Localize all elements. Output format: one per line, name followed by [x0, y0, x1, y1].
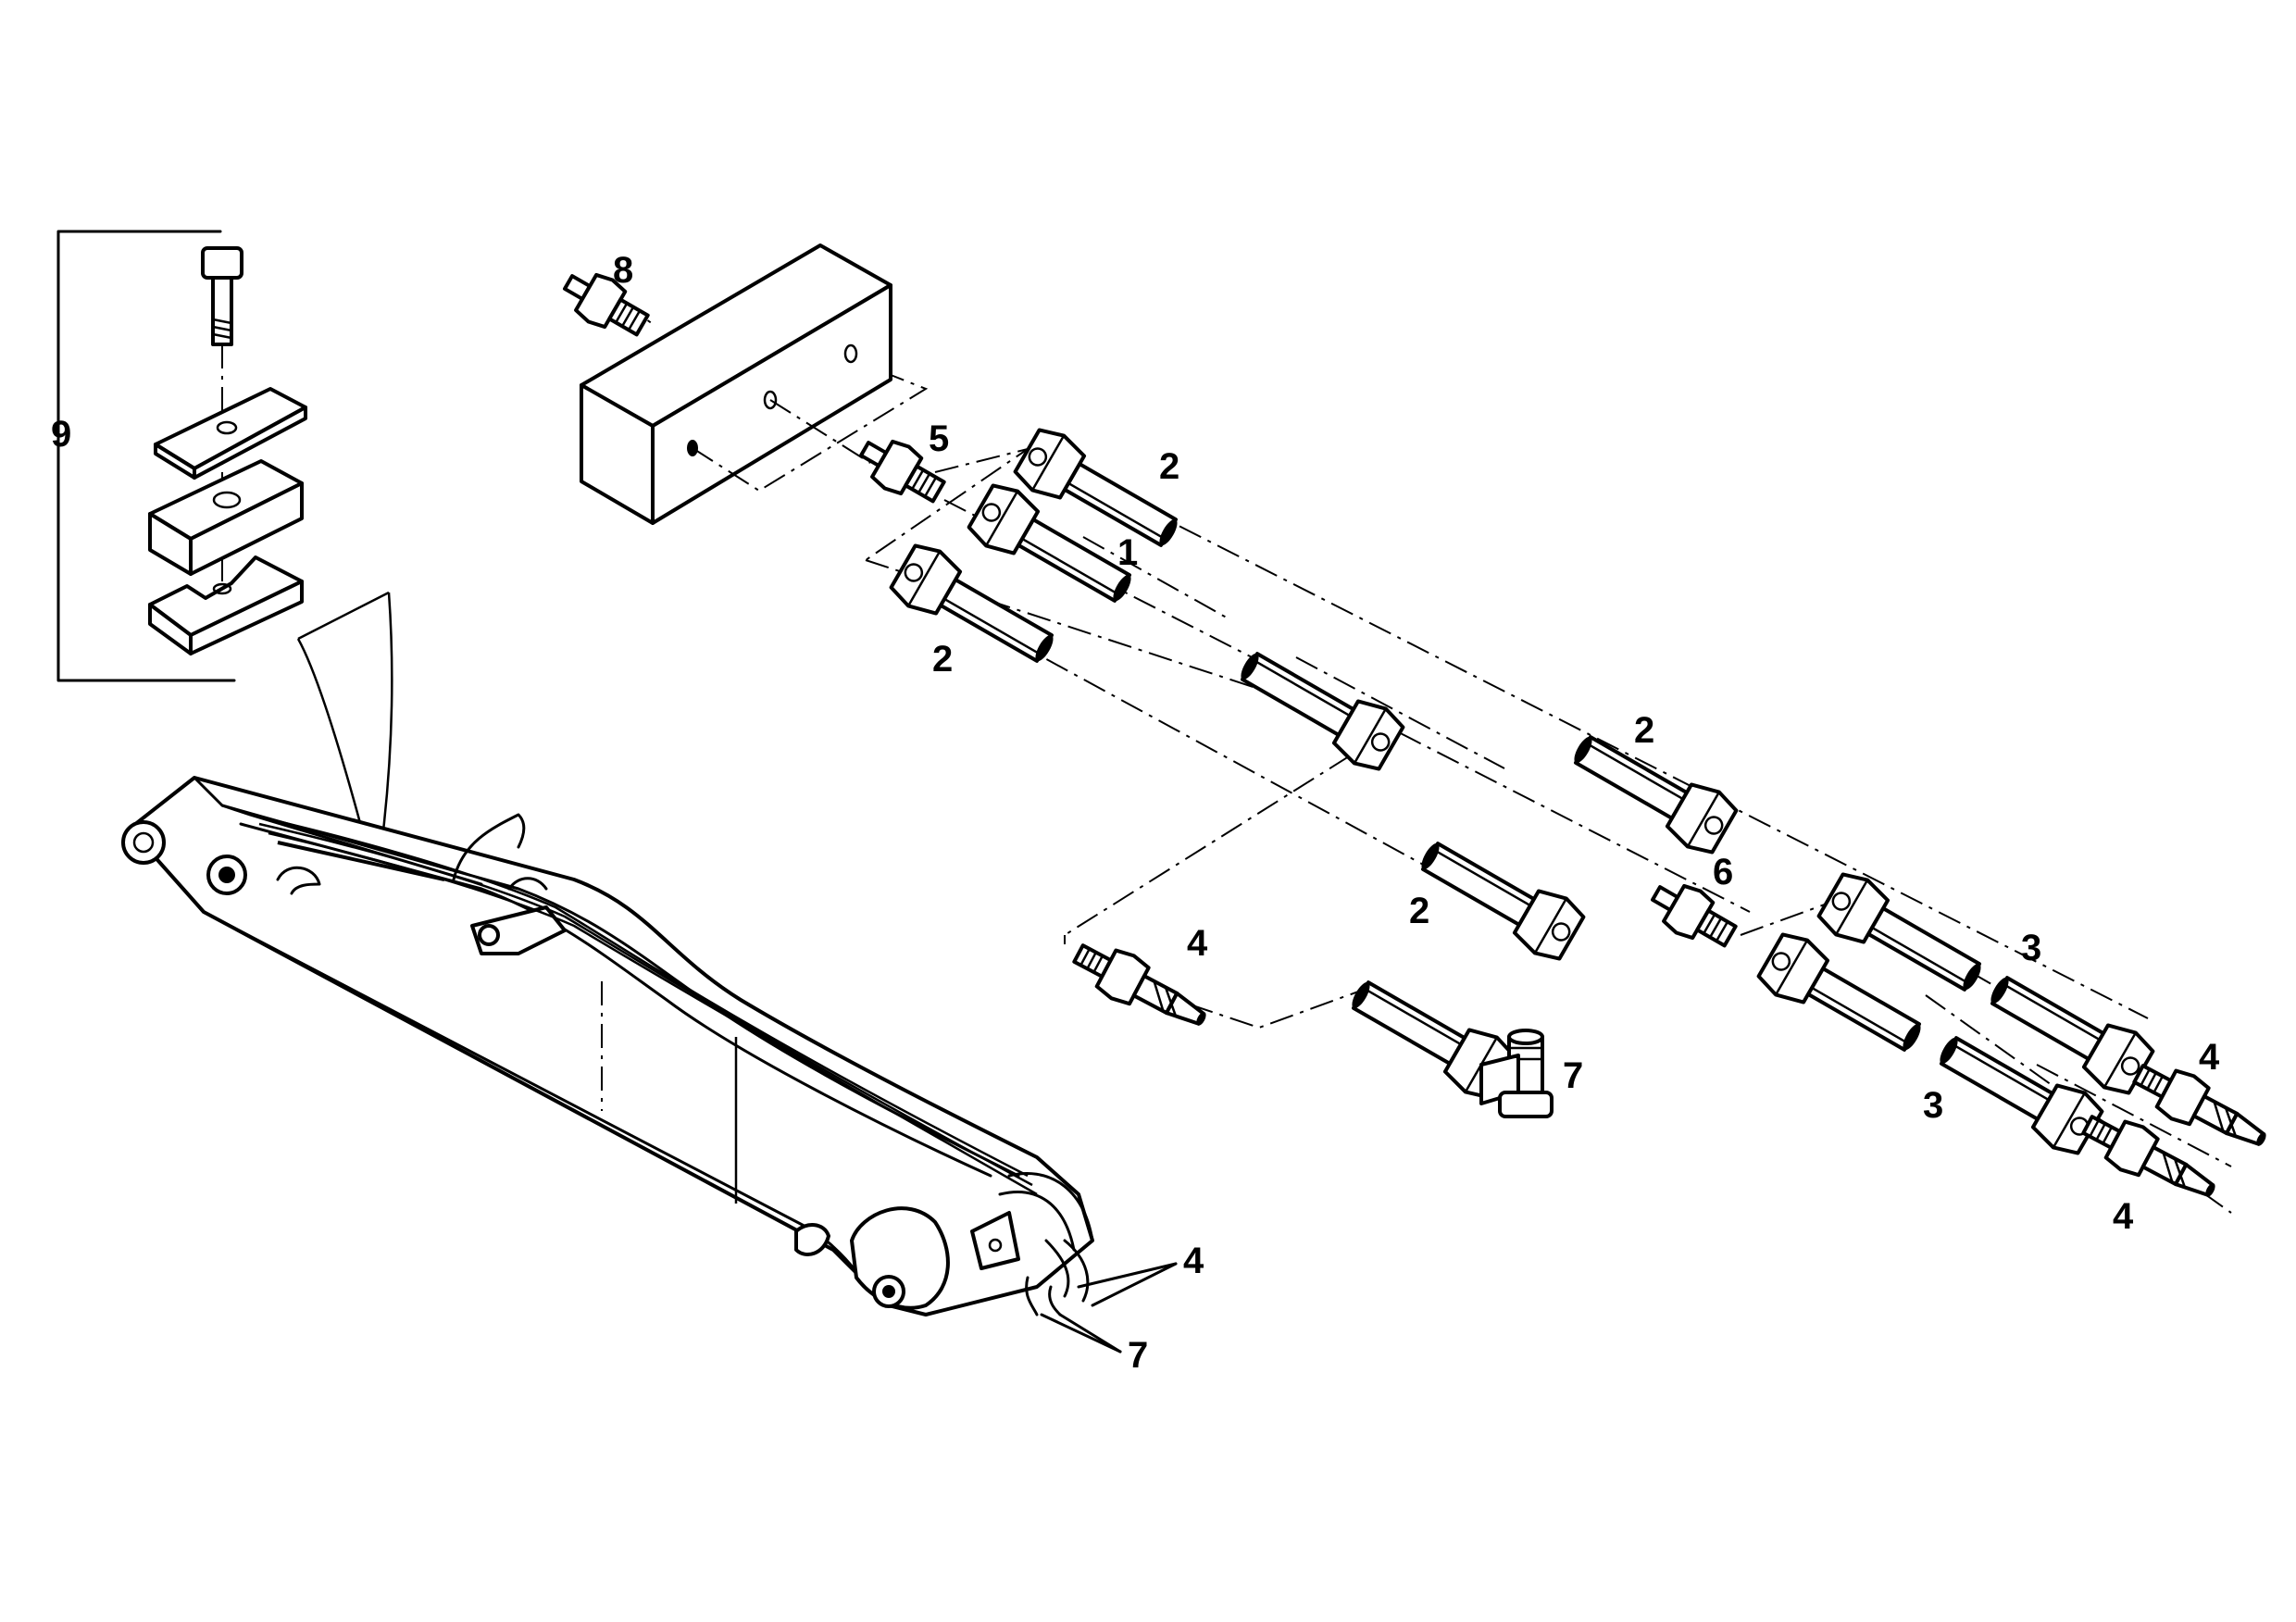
- boom-arm: [121, 776, 1094, 1316]
- clamp-top-plate: [154, 387, 307, 480]
- callout-2-right: 2: [1634, 710, 1654, 751]
- distributor-block: [580, 243, 929, 525]
- callout-6: 6: [1713, 852, 1733, 892]
- elbow-fitting-7: [1479, 1029, 1554, 1118]
- callout-7-boom: 7: [1128, 1335, 1148, 1376]
- clamp-upper-half: [148, 459, 304, 576]
- clamp-bolt: [201, 246, 243, 593]
- callout-3-top: 3: [2021, 928, 2041, 968]
- callout-leaders: [1040, 1262, 1178, 1354]
- union-fitting-8: [555, 259, 656, 348]
- callout-1: 1: [1117, 532, 1138, 573]
- hose-fitting-1-far: [1227, 634, 1409, 778]
- callout-8: 8: [613, 250, 633, 291]
- clamp-lower-half: [148, 555, 304, 655]
- callout-4-boom: 4: [1183, 1241, 1204, 1281]
- group-bracket: [56, 230, 236, 682]
- callout-4-right-top: 4: [2199, 1037, 2220, 1078]
- callout-4-center: 4: [1187, 923, 1208, 964]
- clamp-assembly: [56, 230, 393, 862]
- hose-fitting-2-left: [885, 537, 1067, 680]
- callout-5: 5: [929, 418, 949, 459]
- callout-9: 9: [51, 414, 71, 455]
- callout-2-top: 2: [1159, 446, 1179, 487]
- callout-2-lower: 2: [1409, 891, 1429, 931]
- callout-3-bottom: 3: [1923, 1085, 1943, 1126]
- callout-4-right-bottom: 4: [2113, 1196, 2134, 1237]
- hose-fitting-2-lower: [1407, 824, 1590, 967]
- callout-2-left: 2: [932, 639, 953, 680]
- callout-7-fitting: 7: [1563, 1055, 1583, 1096]
